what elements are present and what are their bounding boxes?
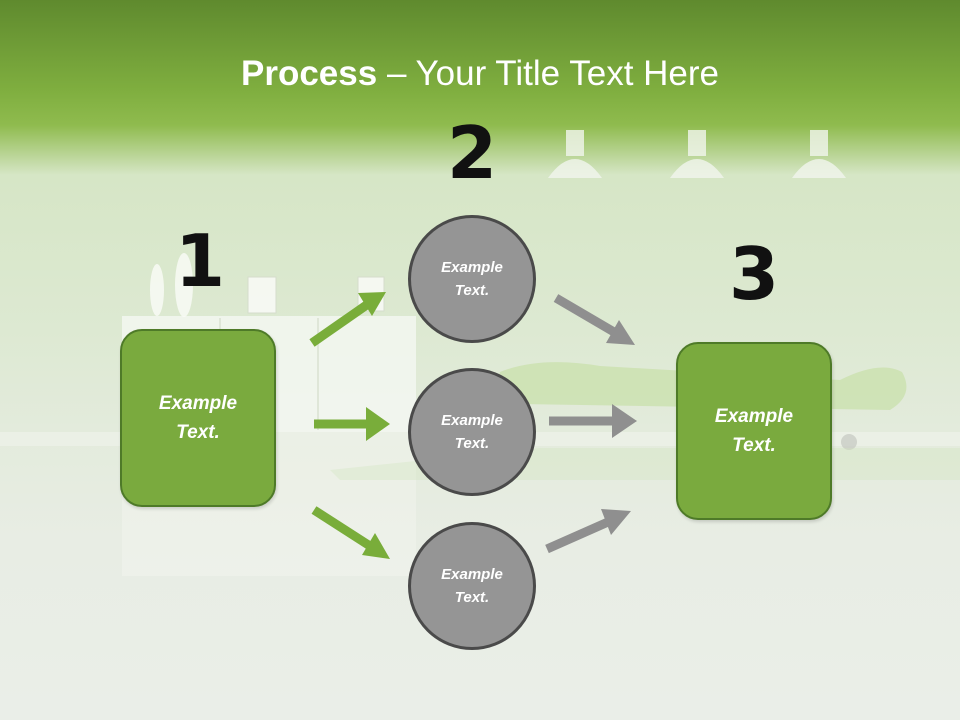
circle2-line2: Text. — [454, 435, 490, 452]
step-number-3: 3 — [728, 232, 780, 316]
circle1-line2: Text. — [454, 282, 490, 299]
circle3-line2: Text. — [454, 589, 490, 606]
gray-arrow-straight — [549, 404, 637, 438]
circle2-line1: Example — [441, 412, 503, 429]
box3-line2: Text. — [732, 435, 776, 456]
slide-title: Process – Your Title Text Here — [0, 52, 960, 96]
box1-line2: Text. — [176, 422, 220, 443]
step-number-1: 1 — [174, 219, 226, 303]
green-arrow-down — [311, 506, 390, 559]
circle3-line1: Example — [441, 566, 503, 583]
gray-arrow-up — [545, 509, 631, 554]
gray-arrow-down — [553, 294, 635, 345]
circle1-line1: Example — [441, 259, 503, 276]
title-rest: – Your Title Text Here — [377, 54, 719, 93]
box3-line1: Example — [714, 406, 794, 427]
step-number-2: 2 — [446, 111, 498, 195]
green-arrow-straight — [314, 407, 390, 441]
title-bold: Process — [241, 54, 378, 93]
green-arrow-up — [309, 292, 386, 347]
box1-line1: Example — [158, 393, 238, 414]
